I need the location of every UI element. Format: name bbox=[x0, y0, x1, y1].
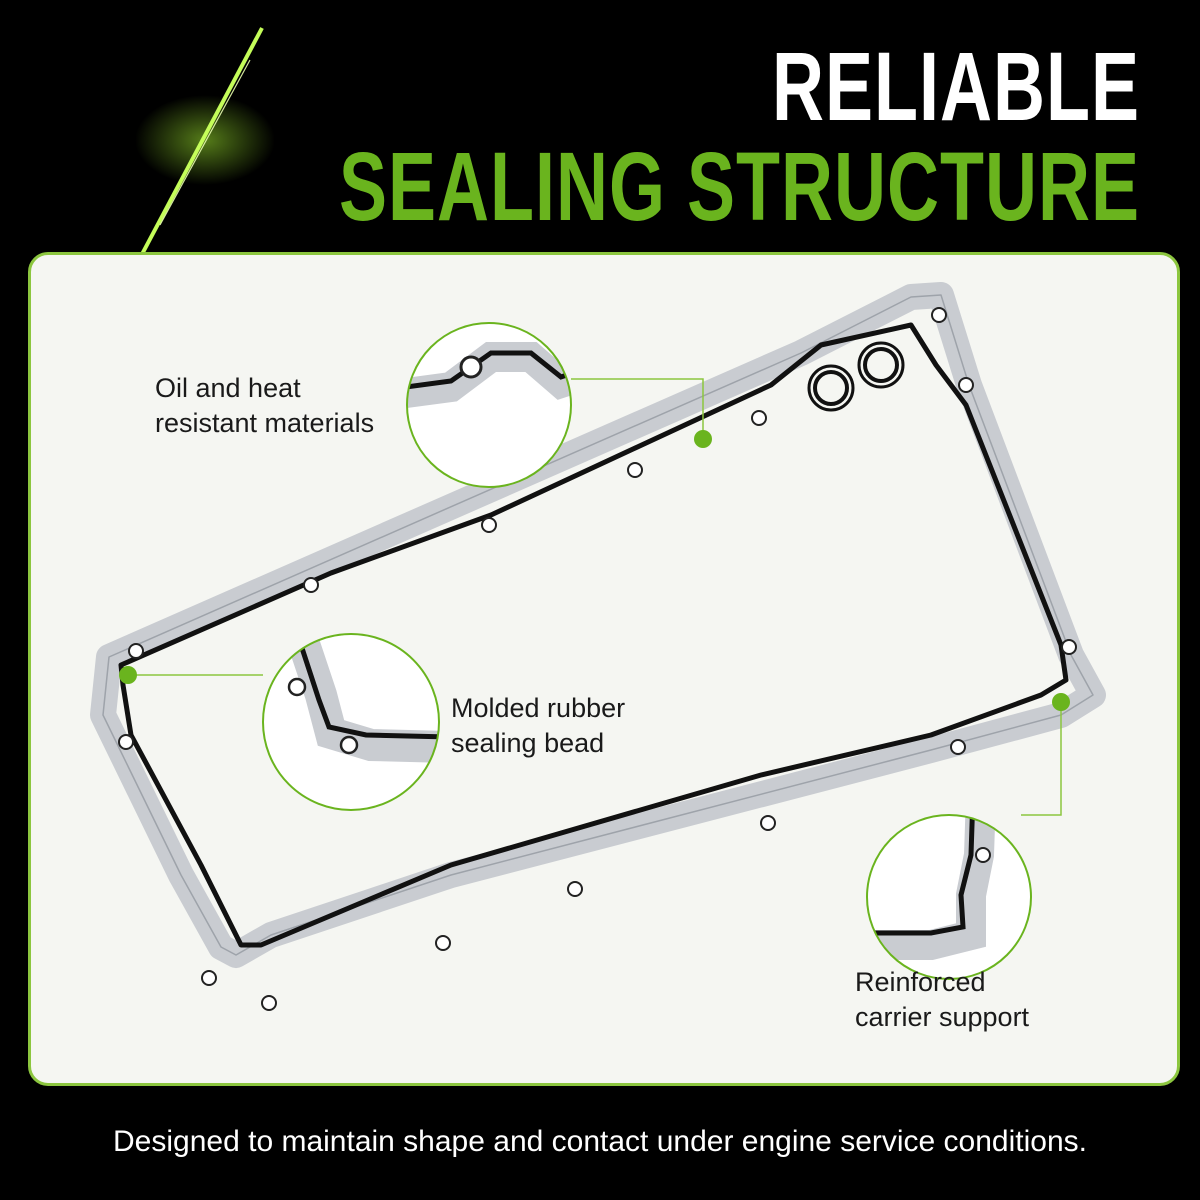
oil-port-rings bbox=[807, 341, 905, 412]
callout-carrier-support: Reinforced carrier support bbox=[855, 967, 1030, 1032]
gasket-sealing-bead bbox=[118, 322, 1069, 948]
footer-tagline: Designed to maintain shape and contact u… bbox=[113, 1125, 1087, 1158]
gasket-illustration bbox=[90, 282, 1106, 1011]
bolt-holes bbox=[118, 307, 1077, 1011]
leader-lines bbox=[128, 378, 1062, 816]
title-line-1: RELIABLE bbox=[772, 33, 1140, 142]
callout-dots bbox=[119, 430, 1070, 711]
callout-sealing-bead: Molded rubber sealing bead bbox=[451, 693, 626, 758]
product-panel: Oil and heat resistant materials Molded … bbox=[28, 252, 1180, 1086]
magnifier-bead bbox=[262, 633, 440, 811]
magnifier-materials bbox=[406, 322, 572, 488]
callout-materials: Oil and heat resistant materials bbox=[155, 373, 375, 438]
magnifier-carrier bbox=[866, 814, 1032, 980]
title-line-2: SEALING STRUCTURE bbox=[338, 133, 1140, 242]
